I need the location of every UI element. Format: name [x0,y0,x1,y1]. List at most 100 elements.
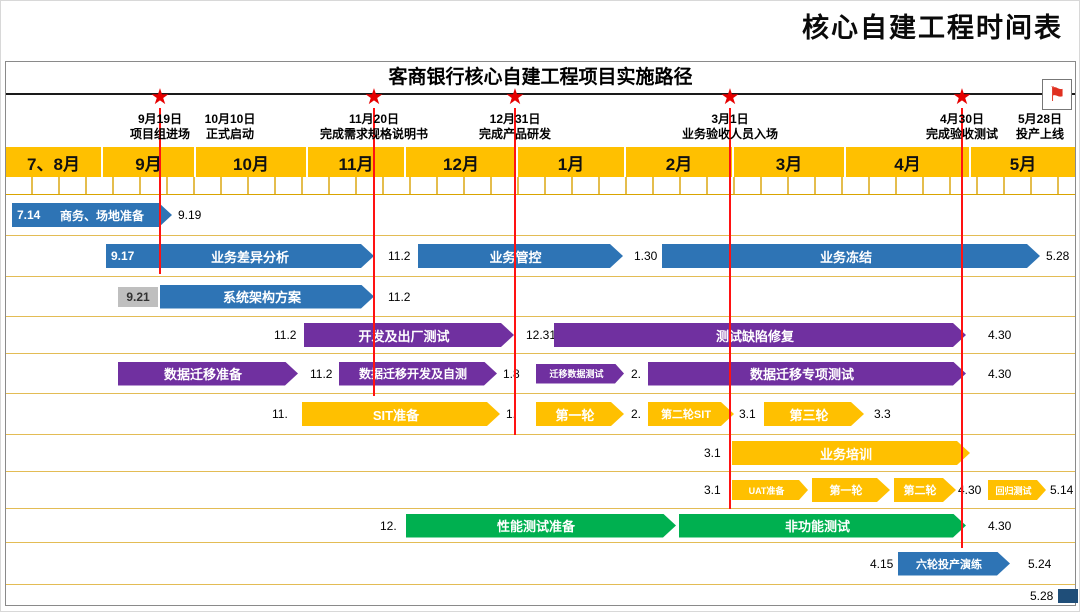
gantt-row: 12. 性能测试准备 非功能测试 4.30 [6,509,1075,543]
bar-label: 第一轮 [555,407,595,423]
date-label: 11. [272,407,288,421]
gantt-row: 11. SIT准备 1. 第一轮 2. 第二轮SIT 3.1 第三轮 3.3 [6,394,1075,435]
milestone-guide-line [729,108,731,509]
bar-label: 六轮投产演练 [916,558,982,571]
bar-label: 数据迁移开发及自测 [358,367,467,381]
milestone-star-icon: ★ [150,84,170,109]
bar-start-date: 9.17 [111,249,135,263]
milestone: 5月28日投产上线 [1016,112,1064,142]
gantt-bar: 第一轮 [536,402,624,426]
bar-label: 第二轮 [903,485,937,497]
date-label: 11.2 [388,289,411,304]
date-label: 2. [631,407,642,421]
milestone: ★12月31日完成产品研发 [478,86,552,142]
bar-label: 第三轮 [789,407,829,423]
bar-label: 迁移数据测试 [549,369,604,379]
gantt-bar: 业务冻结 [662,244,1040,268]
bar-label: 第一轮 [829,485,863,497]
date-label: 12.31 [526,328,557,342]
gantt-bar: UAT准备 [732,480,808,500]
gantt-row: 11.2 开发及出厂测试 12.31 测试缺陷修复 4.30 [6,317,1075,354]
month-cell: 11月 [308,147,406,177]
bar-label: SIT准备 [372,407,420,423]
milestone-date: 3月1日 [711,112,749,126]
gantt-bar: 业务培训 [732,441,970,465]
milestone-star-icon: ★ [720,84,740,109]
milestone-label: 业务验收人员入场 [681,127,779,141]
gantt-bar: 非功能测试 [679,514,966,538]
gantt-bar: 数据迁移开发及自测 [339,362,497,386]
month-cell: 3月 [734,147,846,177]
date-label: 3.1 [739,407,756,421]
date-label: 4.30 [988,328,1012,342]
date-label: 1. [506,407,517,421]
month-cell: 7、8月 [6,147,103,177]
bar-label: 第二轮SIT [660,409,712,421]
date-label: 12. [380,518,397,533]
milestone-date: 9月19日 [137,112,183,126]
chart-title: 客商银行核心自建工程项目实施路径 [6,62,1075,95]
milestone-label: 项目组进场 [129,127,191,141]
milestone: 10月10日正式启动 [205,112,256,142]
milestone-guide-line [961,108,963,548]
date-label: 5.14 [1050,483,1074,497]
date-label: 5.28 [1030,588,1054,603]
gantt-bar: 数据迁移专项测试 [648,362,966,386]
milestone-label: 完成产品研发 [478,127,552,141]
week-grid [6,177,1075,195]
gantt-bar: 7.14 商务、场地准备 [12,203,172,227]
milestone-star-icon: ★ [952,84,972,109]
month-cell: 10月 [196,147,308,177]
gantt-bar: 性能测试准备 [406,514,676,538]
milestone-guide-line [373,108,375,396]
gantt-bar: 测试缺陷修复 [554,323,966,347]
date-label: 3.3 [874,407,891,421]
month-cell: 12月 [406,147,518,177]
gantt-bar: 第一轮 [812,478,890,502]
bar-label: 商务、场地准备 [59,208,144,223]
date-label: 1.8 [503,366,520,381]
gantt-bar: 回归测试 [988,480,1046,500]
date-label: 5.24 [1028,556,1052,571]
gantt-bar: 数据迁移准备 [118,362,298,386]
month-cell: 5月 [971,147,1075,177]
bar-label: 开发及出厂测试 [358,328,450,344]
date-label: 4.15 [870,556,894,571]
bar-start-date: 7.14 [17,208,41,222]
date-label: 11.2 [274,328,297,342]
month-cell: 1月 [518,147,626,177]
marker-box: 9.21 [118,286,158,307]
milestone: ★ 3月1日业务验收人员入场 [681,86,779,142]
bar-label: 非功能测试 [784,519,850,534]
milestone-date: 4月30日 [939,112,985,126]
milestone-star-icon: ★ [505,84,525,109]
gantt-bar: 六轮投产演练 [898,552,1010,576]
milestone: ★4月30日完成验收测试 [926,86,998,142]
date-label: 4.30 [988,518,1012,533]
gantt-bar: 第二轮 [894,478,956,502]
bar-label: 数据迁移专项测试 [749,367,854,382]
bar-label: 数据迁移准备 [163,367,242,382]
date-label: 1.30 [634,249,658,263]
bar-label: 回归测试 [995,485,1032,496]
bar-label: 业务差异分析 [210,249,289,265]
gantt-bar: 开发及出厂测试 [304,323,514,347]
gantt-bar: 第三轮 [764,402,864,426]
gantt-bar: 第二轮SIT [648,402,734,426]
gantt-bar: 迁移数据测试 [536,364,624,384]
date-label: 4.30 [988,366,1012,381]
date-label: 11.2 [310,366,333,381]
bar-label: 测试缺陷修复 [715,328,794,344]
month-cell: 2月 [626,147,734,177]
flag-icon: ⚑ [1048,84,1066,106]
milestone-label: 正式启动 [205,127,255,141]
month-cell: 9月 [103,147,196,177]
page-title: 核心自建工程时间表 [802,13,1063,43]
milestone-date: 5月28日 [1017,112,1063,126]
